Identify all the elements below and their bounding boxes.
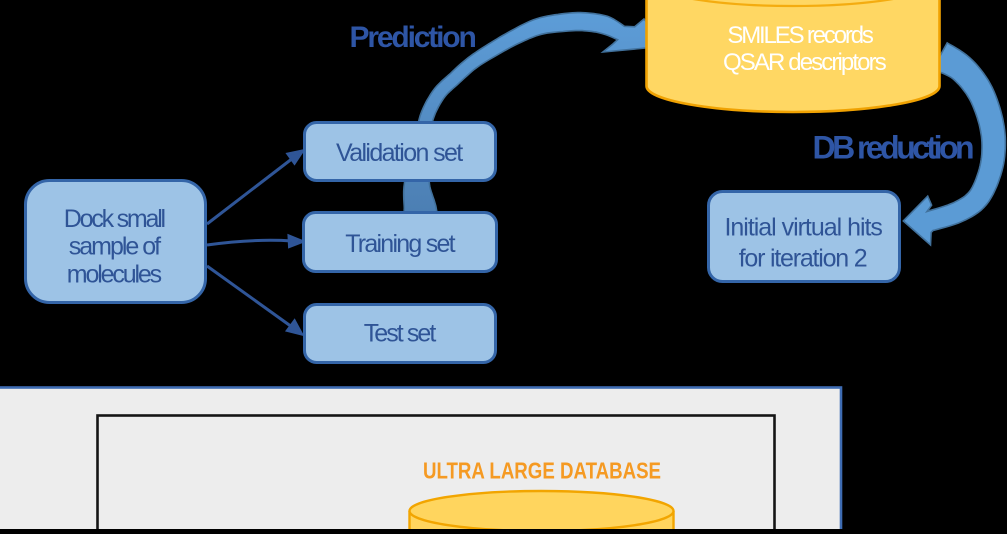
svg-text:Validation set: Validation set <box>336 139 463 167</box>
svg-text:Prediction: Prediction <box>350 21 477 54</box>
svg-text:for iteration 2: for iteration 2 <box>739 245 868 273</box>
svg-text:QSAR descriptors: QSAR descriptors <box>723 49 887 76</box>
svg-text:Test set: Test set <box>364 320 437 348</box>
svg-text:Initial virtual hits: Initial virtual hits <box>725 214 883 242</box>
svg-text:Training set: Training set <box>345 230 455 258</box>
svg-text:DB reduction: DB reduction <box>813 130 975 166</box>
svg-text:SMILES records: SMILES records <box>727 22 874 49</box>
svg-text:molecules: molecules <box>67 260 162 288</box>
svg-text:sample of: sample of <box>69 233 161 261</box>
svg-text:Dock small: Dock small <box>64 205 166 233</box>
svg-text:ULTRA LARGE DATABASE: ULTRA LARGE DATABASE <box>423 458 661 484</box>
